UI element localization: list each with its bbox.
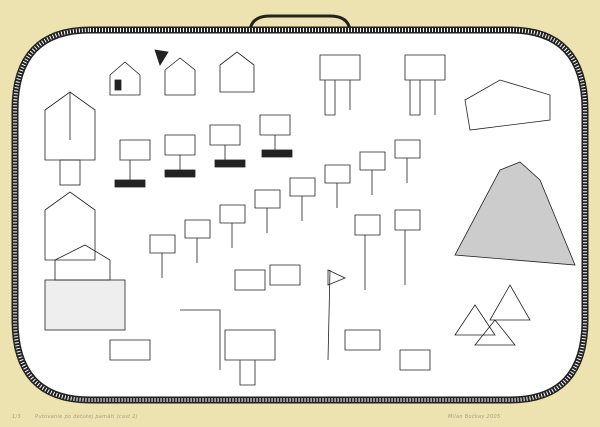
track-border [11,26,589,404]
post-signs [354,209,421,290]
frame-handle [248,14,352,31]
small-houses-top [109,49,255,96]
bottom-houses [109,269,431,386]
artist-signature: Milan Bočkay 2005 [448,414,501,420]
gate-structures [319,54,551,131]
hatched-tower [454,161,576,266]
mailbox-row-diagonal [149,139,421,278]
edition-note: 1/3 [12,414,21,420]
tall-house-stack [44,91,96,261]
center-houses [234,264,301,291]
house-drawings [44,49,576,386]
brick-house [44,279,126,331]
mailbox-row-1 [114,114,293,188]
triangle-houses [454,284,531,346]
title-inscription: Putovanie po detskej pamäti (cast 2) [35,414,138,420]
